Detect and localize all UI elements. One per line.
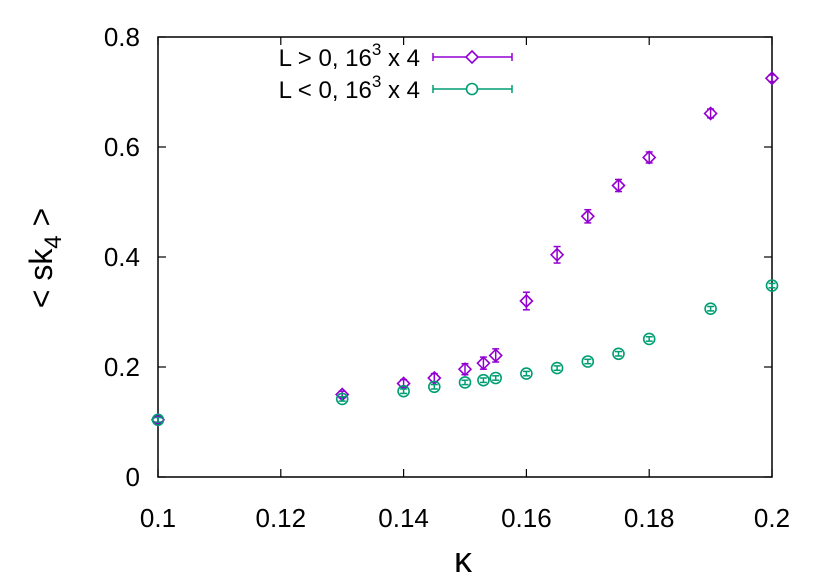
plot-frame bbox=[157, 36, 773, 478]
data-point bbox=[611, 178, 626, 193]
y-tick-label: 0 bbox=[126, 462, 140, 492]
data-group bbox=[150, 71, 780, 427]
y-axis-label-end: > bbox=[23, 208, 59, 236]
legend-label-text: L < 0, 16 bbox=[279, 77, 372, 104]
data-point bbox=[397, 384, 410, 398]
y-axis-label: < sk4 > bbox=[23, 208, 67, 309]
legend-label-text: x 4 bbox=[381, 77, 420, 104]
data-point bbox=[335, 392, 349, 406]
y-tick-label: 0.4 bbox=[104, 242, 140, 272]
plot-frame-group bbox=[157, 36, 773, 478]
legend-marker-1 bbox=[465, 82, 479, 96]
legend-marker-0 bbox=[464, 49, 480, 65]
x-tick-label: 0.2 bbox=[754, 503, 790, 533]
series-0 bbox=[150, 71, 780, 427]
data-point bbox=[550, 361, 564, 375]
legend: L > 0, 163 x 4L < 0, 163 x 4 bbox=[279, 40, 513, 104]
data-point bbox=[427, 380, 441, 394]
data-point bbox=[642, 332, 656, 346]
data-point bbox=[704, 302, 717, 316]
legend-label-0: L > 0, 163 x 4 bbox=[279, 40, 420, 72]
y-tick-label: 0.6 bbox=[104, 132, 140, 162]
data-point bbox=[703, 106, 718, 121]
legend-label-superscript: 3 bbox=[372, 40, 381, 59]
data-point bbox=[519, 293, 534, 309]
data-point bbox=[765, 279, 779, 292]
legend-marker-shape bbox=[464, 49, 480, 65]
data-point bbox=[476, 356, 491, 371]
series-1 bbox=[151, 279, 779, 427]
y-tick-label: 0.8 bbox=[104, 22, 140, 52]
data-point bbox=[458, 376, 472, 389]
data-point bbox=[151, 413, 165, 427]
data-point bbox=[764, 71, 780, 86]
y-tick-label: 0.2 bbox=[104, 352, 140, 382]
data-point bbox=[520, 367, 533, 380]
data-point bbox=[581, 355, 595, 368]
x-axis-label: κ bbox=[454, 539, 473, 580]
x-tick-label: 0.18 bbox=[624, 503, 675, 533]
x-tick-label: 0.1 bbox=[140, 503, 176, 533]
x-tick-label: 0.16 bbox=[501, 503, 552, 533]
legend-label-text: x 4 bbox=[381, 45, 420, 72]
x-tick-label: 0.14 bbox=[378, 503, 429, 533]
data-point bbox=[549, 247, 565, 262]
data-point bbox=[457, 362, 473, 377]
data-point bbox=[580, 209, 595, 224]
data-point bbox=[488, 348, 503, 363]
x-tick-label: 0.12 bbox=[255, 503, 306, 533]
y-axis-label-main: < sk bbox=[23, 248, 59, 309]
legend-label-text: L > 0, 16 bbox=[279, 45, 372, 72]
data-point bbox=[642, 150, 657, 165]
ticks-group: 0.1 0.12 0.14 0.16 0.18 0.2 0 0.2 0.4 0.6 0.8 bbox=[104, 22, 790, 533]
data-point bbox=[489, 371, 503, 385]
legend-label-superscript: 3 bbox=[372, 72, 381, 91]
legend-label-1: L < 0, 163 x 4 bbox=[279, 72, 420, 104]
data-point bbox=[612, 347, 625, 361]
data-point bbox=[477, 373, 490, 387]
legend-marker-shape bbox=[465, 82, 479, 96]
y-axis-label-subscript: 4 bbox=[40, 235, 67, 248]
